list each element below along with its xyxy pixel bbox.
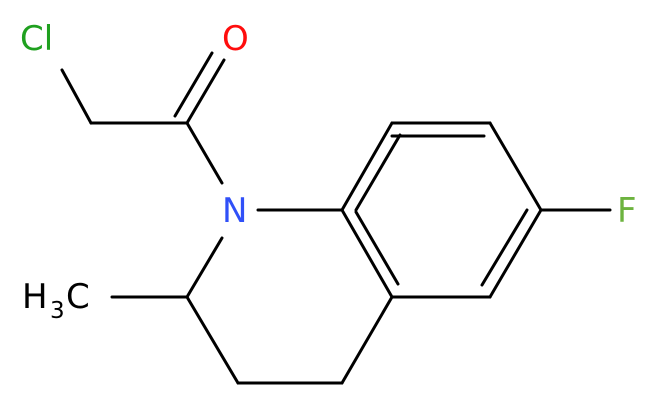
methyl-c: C	[66, 277, 90, 317]
bond-carbonyl-o-2	[173, 51, 214, 118]
atom-labels: Cl O N F H 3 C	[20, 19, 637, 324]
atom-cl: Cl	[20, 19, 53, 59]
atom-f: F	[617, 191, 637, 231]
bond-carbonyl-o-1	[185, 58, 226, 125]
atom-methyl: H 3 C	[22, 277, 90, 324]
bond-c2-c3	[185, 295, 240, 385]
atom-n: N	[222, 191, 247, 231]
atom-o: O	[222, 19, 249, 59]
bond-c4-c4a	[340, 295, 394, 385]
bond-c8a-c8	[340, 121, 394, 212]
bond-c4a-c8a	[340, 208, 394, 299]
bond-c6-c5-inner	[480, 208, 529, 287]
bond-c4a-c8a-inner	[354, 210, 400, 286]
bond-cl-ch2	[60, 68, 93, 125]
bond-c6-c5	[488, 208, 543, 299]
bond-n-c2	[185, 236, 224, 299]
bond-c7-c6	[488, 121, 543, 212]
methyl-subscript: 3	[50, 298, 65, 324]
bond-carbonyl-n	[185, 121, 224, 185]
methyl-h: H	[22, 277, 48, 317]
bonds	[60, 51, 612, 385]
bond-c8a-c8-inner	[354, 133, 402, 212]
